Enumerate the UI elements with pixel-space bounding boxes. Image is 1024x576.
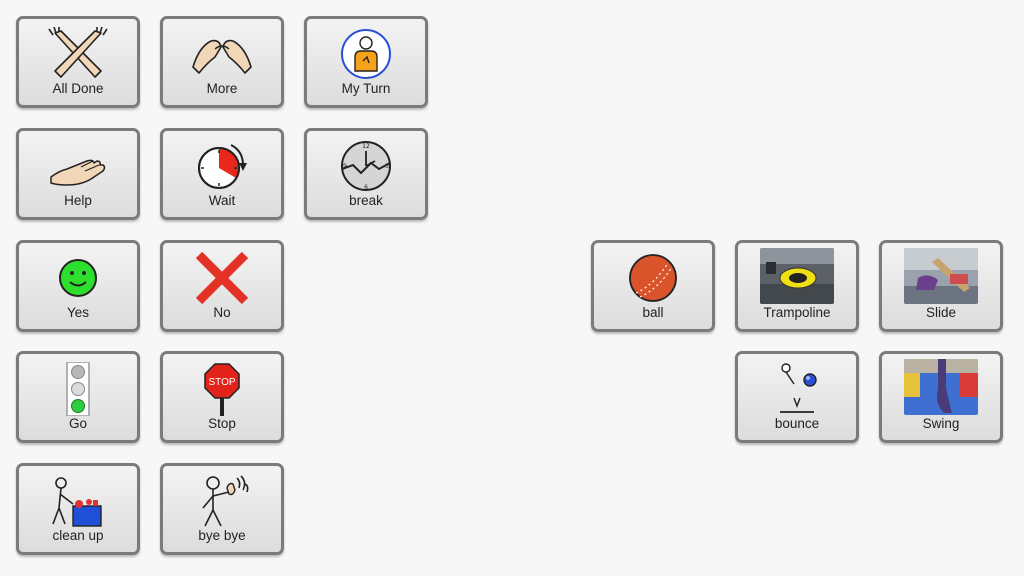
my-turn-person-icon: [333, 27, 399, 81]
tile-label: Go: [68, 416, 87, 431]
tile-label: More: [206, 81, 238, 96]
svg-text:12: 12: [362, 143, 370, 150]
tile-label: Slide: [925, 305, 957, 320]
all-done-button[interactable]: All Done: [16, 16, 140, 108]
tile-label: bounce: [774, 416, 820, 431]
tile-label: bye bye: [198, 528, 246, 543]
slide-photo: [904, 248, 978, 304]
ball-button[interactable]: ball: [591, 240, 715, 332]
svg-text:3: 3: [385, 163, 389, 170]
red-x-icon: [189, 251, 255, 305]
clean-up-person-icon: [45, 474, 111, 528]
wait-timer-icon: [189, 139, 255, 193]
help-button[interactable]: Help: [16, 128, 140, 220]
swing-button[interactable]: Swing: [879, 351, 1003, 443]
waving-person-icon: [189, 474, 255, 528]
tile-label: clean up: [52, 528, 104, 543]
broken-clock-icon: 12 3 6 9: [333, 139, 399, 193]
tile-label: Stop: [208, 416, 236, 431]
tile-label: Yes: [66, 305, 90, 320]
bounce-button[interactable]: bounce: [735, 351, 859, 443]
wait-button[interactable]: Wait: [160, 128, 284, 220]
slide-button[interactable]: Slide: [879, 240, 1003, 332]
yes-button[interactable]: Yes: [16, 240, 140, 332]
tile-label: No: [213, 305, 231, 320]
stop-sign-icon: STOP: [189, 362, 255, 416]
tile-label: break: [349, 193, 383, 208]
svg-text:9: 9: [343, 163, 347, 170]
tile-label: ball: [642, 305, 664, 320]
stop-button[interactable]: STOP Stop: [160, 351, 284, 443]
smiley-face-icon: [45, 251, 111, 305]
trampoline-button[interactable]: Trampoline: [735, 240, 859, 332]
trampoline-photo: [760, 248, 834, 304]
my-turn-button[interactable]: My Turn: [304, 16, 428, 108]
go-button[interactable]: Go: [16, 351, 140, 443]
tile-label: Trampoline: [763, 305, 831, 320]
bounce-icon: [764, 362, 830, 416]
bye-bye-button[interactable]: bye bye: [160, 463, 284, 555]
tile-label: All Done: [52, 81, 104, 96]
no-button[interactable]: No: [160, 240, 284, 332]
clean-up-button[interactable]: clean up: [16, 463, 140, 555]
tile-label: My Turn: [341, 81, 391, 96]
swing-photo: [904, 359, 978, 415]
traffic-light-icon: [45, 362, 111, 416]
crossed-arms-icon: [45, 27, 111, 81]
more-button[interactable]: More: [160, 16, 284, 108]
ball-icon: [620, 251, 686, 305]
svg-text:6: 6: [364, 184, 368, 191]
tile-label: Swing: [922, 416, 960, 431]
tile-label: Wait: [208, 193, 236, 208]
stop-sign-text: STOP: [208, 377, 235, 388]
help-hand-icon: [45, 139, 111, 193]
tile-label: Help: [64, 193, 92, 208]
break-button[interactable]: 12 3 6 9 break: [304, 128, 428, 220]
hands-more-icon: [189, 27, 255, 81]
